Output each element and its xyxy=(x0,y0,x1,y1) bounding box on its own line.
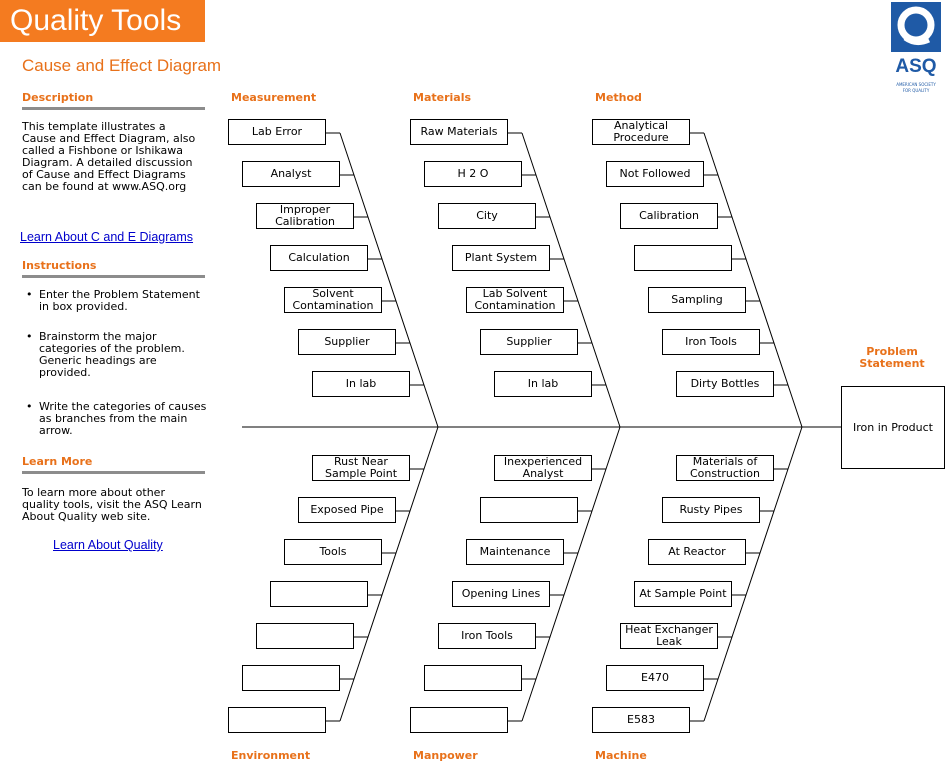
category-measurement: Measurement xyxy=(231,91,317,104)
instruction-item: Enter the Problem Statement in box provi… xyxy=(22,289,207,313)
logo-text: ASQ xyxy=(895,56,936,77)
materials-cause-box[interactable]: Lab Solvent Contamination xyxy=(466,287,564,313)
manpower-cause-box[interactable] xyxy=(424,665,522,691)
instruction-item: Brainstorm the major categories of the p… xyxy=(22,331,207,379)
machine-cause-box[interactable]: Heat Exchanger Leak xyxy=(620,623,718,649)
problem-statement-label: Problem Statement xyxy=(859,345,925,370)
machine-bone xyxy=(703,426,803,722)
manpower-cause-box[interactable]: Iron Tools xyxy=(438,623,536,649)
materials-cause-box[interactable]: Raw Materials xyxy=(410,119,508,145)
method-cause-box[interactable]: Iron Tools xyxy=(662,329,760,355)
machine-cause-box[interactable]: Rusty Pipes xyxy=(662,497,760,523)
instructions-list: Enter the Problem Statement in box provi… xyxy=(22,289,207,437)
machine-cause-box[interactable]: E583 xyxy=(592,707,690,733)
method-cause-box[interactable]: Sampling xyxy=(648,287,746,313)
measurement-cause-box[interactable]: Calculation xyxy=(270,245,368,271)
manpower-cause-box[interactable] xyxy=(410,707,508,733)
category-method: Method xyxy=(595,91,642,104)
manpower-cause-box[interactable]: Maintenance xyxy=(466,539,564,565)
environment-cause-box[interactable] xyxy=(270,581,368,607)
category-environment: Environment xyxy=(231,749,311,762)
description-text: This template illustrates a Cause and Ef… xyxy=(22,120,196,193)
materials-bone xyxy=(521,132,621,428)
environment-cause-box[interactable] xyxy=(242,665,340,691)
environment-cause-box[interactable]: Tools xyxy=(284,539,382,565)
asq-logo: ASQ AMERICAN SOCIETY FOR QUALITY xyxy=(891,2,941,93)
instruction-item: Write the categories of causes as branch… xyxy=(22,401,207,437)
measurement-cause-box[interactable]: Lab Error xyxy=(228,119,326,145)
measurement-cause-box[interactable]: Analyst xyxy=(242,161,340,187)
problem-statement-box[interactable]: Iron in Product xyxy=(841,386,945,469)
measurement-cause-box[interactable]: Solvent Contamination xyxy=(284,287,382,313)
manpower-cause-box[interactable]: Inexperienced Analyst xyxy=(494,455,592,481)
category-materials: Materials xyxy=(413,91,472,104)
description-heading: Description xyxy=(22,91,205,110)
environment-cause-box[interactable] xyxy=(228,707,326,733)
manpower-cause-box[interactable]: Opening Lines xyxy=(452,581,550,607)
manpower-cause-box[interactable] xyxy=(480,497,578,523)
method-cause-box[interactable]: Not Followed xyxy=(606,161,704,187)
category-manpower: Manpower xyxy=(413,749,478,762)
machine-cause-box[interactable]: At Sample Point xyxy=(634,581,732,607)
environment-cause-box[interactable]: Exposed Pipe xyxy=(298,497,396,523)
learn-more-text: To learn more about other quality tools,… xyxy=(22,486,202,523)
page-subtitle: Cause and Effect Diagram xyxy=(22,56,222,75)
manpower-bone xyxy=(521,426,621,722)
measurement-cause-box[interactable]: Supplier xyxy=(298,329,396,355)
method-cause-box[interactable] xyxy=(634,245,732,271)
measurement-cause-box[interactable]: Improper Calibration xyxy=(256,203,354,229)
materials-cause-box[interactable]: City xyxy=(438,203,536,229)
method-cause-box[interactable]: Dirty Bottles xyxy=(676,371,774,397)
machine-cause-box[interactable]: E470 xyxy=(606,665,704,691)
learn-ce-diagrams-link[interactable]: Learn About C and E Diagrams xyxy=(20,230,194,244)
instructions-heading: Instructions xyxy=(22,259,205,278)
environment-cause-box[interactable] xyxy=(256,623,354,649)
method-cause-box[interactable]: Calibration xyxy=(620,203,718,229)
machine-cause-box[interactable]: At Reactor xyxy=(648,539,746,565)
machine-cause-box[interactable]: Materials of Construction xyxy=(676,455,774,481)
materials-cause-box[interactable]: Plant System xyxy=(452,245,550,271)
logo-tagline-2: FOR QUALITY xyxy=(903,88,930,93)
category-machine: Machine xyxy=(595,749,647,762)
materials-cause-box[interactable]: H 2 O xyxy=(424,161,522,187)
method-bone xyxy=(703,132,803,428)
materials-cause-box[interactable]: In lab xyxy=(494,371,592,397)
materials-cause-box[interactable]: Supplier xyxy=(480,329,578,355)
environment-cause-box[interactable]: Rust Near Sample Point xyxy=(312,455,410,481)
method-cause-box[interactable]: Analytical Procedure xyxy=(592,119,690,145)
page-title: Quality Tools xyxy=(0,0,205,42)
logo-tagline-1: AMERICAN SOCIETY xyxy=(896,82,936,87)
learn-about-quality-link[interactable]: Learn About Quality xyxy=(53,538,163,552)
learn-more-heading: Learn More xyxy=(22,455,205,474)
environment-bone xyxy=(339,426,439,722)
measurement-bone xyxy=(339,132,439,428)
measurement-cause-box[interactable]: In lab xyxy=(312,371,410,397)
